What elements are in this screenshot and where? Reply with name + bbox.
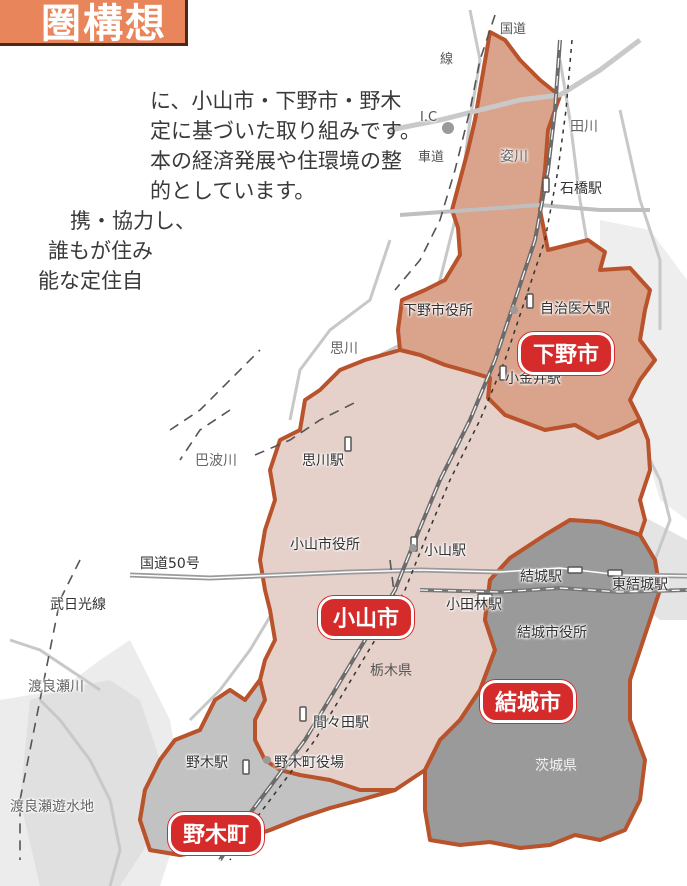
intro-line: 本の経済発展や住環境の整	[150, 149, 402, 173]
station-label-oyama: 小山駅	[424, 543, 466, 559]
station-label-nogi: 野木駅	[186, 755, 228, 771]
office-dots	[263, 122, 572, 764]
station-label-mamada: 間々田駅	[313, 715, 369, 731]
river-label-omoigawa: 思川	[330, 341, 358, 357]
river-label-watarase: 渡良瀬川	[28, 679, 84, 695]
river-label-sugata: 姿川	[500, 149, 528, 165]
prefecture-label-ibaraki: 茨城県	[535, 758, 577, 774]
intro-line: 的としています。	[150, 179, 316, 203]
office-label-shimotsuke: 下野市役所	[403, 303, 473, 319]
intro-line: 定に基づいた取り組みです。	[150, 119, 421, 143]
road-label-kokudo: 国道	[500, 22, 527, 37]
intro-line: 能な定住自	[38, 269, 143, 293]
river-label-watarase-yusuichi: 渡良瀬遊水地	[10, 799, 94, 815]
rail-label-tobu-nikko: 武日光線	[50, 597, 106, 613]
station-label-jichiidai: 自治医大駅	[540, 301, 610, 317]
badge-yuki: 結城市	[480, 680, 577, 723]
road-label-sen: 線	[440, 52, 454, 67]
badge-nogi: 野木町	[168, 812, 265, 855]
station-label-yuki: 結城駅	[520, 569, 562, 585]
river-label-hawagawa: 巴波川	[195, 453, 237, 469]
station-label-omoigawa: 思川駅	[302, 453, 344, 469]
title-banner: 圏構想	[0, 0, 188, 47]
office-label-nogi: 野木町役場	[274, 755, 344, 771]
station-label-ishibashi: 石橋駅	[560, 181, 602, 197]
road-label-ic: I.C	[420, 110, 438, 125]
station-label-higashiyuki: 東結城駅	[612, 577, 668, 593]
intro-line: 携・協力し、	[70, 209, 196, 233]
badge-oyama: 小山市	[318, 596, 415, 639]
office-label-yuki: 結城市役所	[517, 625, 587, 641]
station-label-kogane: 小金井駅	[505, 371, 561, 387]
road-label-jidoushadou: 車道	[418, 150, 445, 165]
office-label-oyama: 小山市役所	[290, 537, 360, 553]
page-title: 圏構想	[41, 1, 167, 47]
rail-lines	[218, 39, 573, 862]
station-label-odabayashi: 小田林駅	[446, 597, 502, 613]
intro-line: に、小山市・下野市・野木	[150, 89, 402, 113]
intro-text: に、小山市・下野市・野木 定に基づいた取り組みです。 本の経済発展や住環境の整 …	[0, 86, 421, 296]
road-label-route50: 国道50号	[140, 556, 200, 572]
badge-shimotsuke: 下野市	[518, 332, 615, 375]
prefecture-label-tochigi: 栃木県	[370, 663, 412, 679]
intro-line: 誰もが住み	[48, 239, 153, 263]
river-label-tagawa: 田川	[570, 119, 598, 135]
